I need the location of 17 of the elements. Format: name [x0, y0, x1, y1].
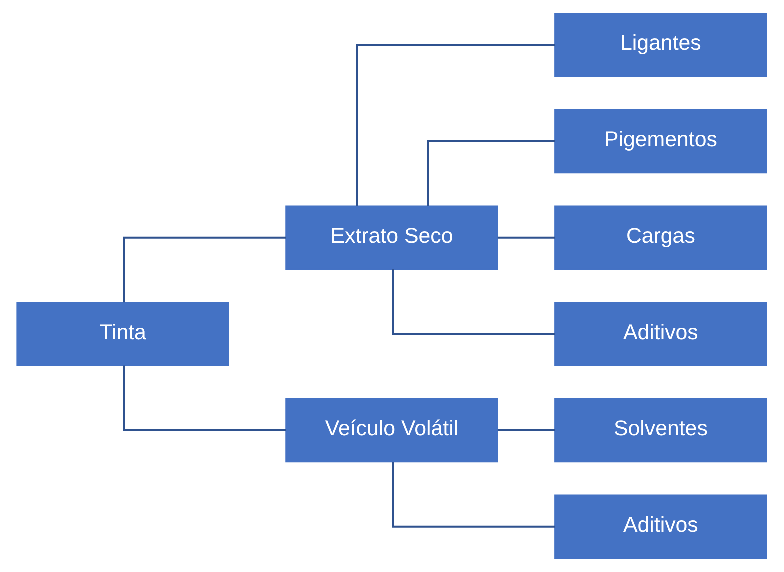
node-box: Solventes: [554, 398, 768, 463]
node-box: Tinta: [16, 302, 230, 366]
node-box: Aditivos: [554, 302, 768, 366]
connector: [498, 236, 556, 239]
node-box: Ligantes: [554, 13, 768, 78]
connector: [123, 236, 286, 303]
connector: [392, 462, 556, 528]
node-box: Cargas: [554, 206, 768, 270]
connector: [498, 430, 556, 432]
connector: [356, 44, 556, 206]
connector: [427, 140, 556, 206]
node-box: Aditivos: [554, 494, 768, 559]
node-box: Pigementos: [554, 109, 768, 174]
connector: [392, 269, 556, 336]
node-box: Extrato Seco: [286, 206, 498, 270]
connector: [123, 366, 286, 432]
node-box: Veículo Volátil: [286, 398, 498, 463]
